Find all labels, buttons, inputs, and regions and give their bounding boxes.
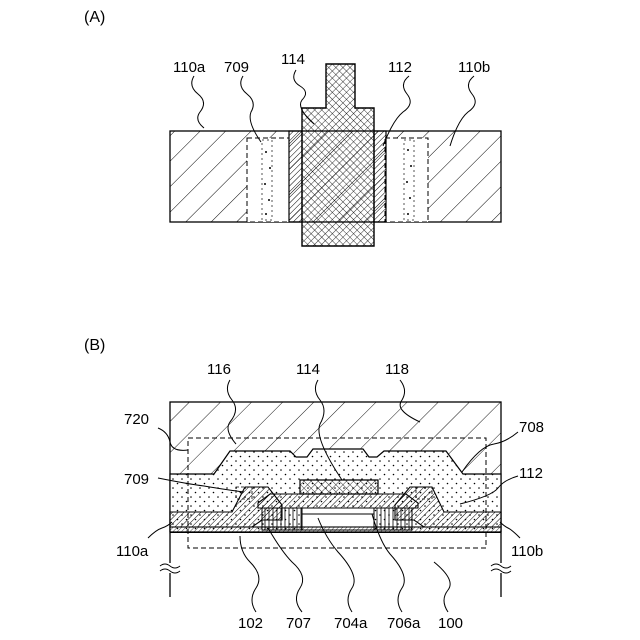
layer-112-right <box>374 131 386 222</box>
label-116: 116 <box>207 361 231 378</box>
panel-b: (B) <box>84 337 544 632</box>
label-114: 114 <box>281 51 305 68</box>
leader-110a <box>192 76 204 128</box>
label-110b-b: 110b <box>511 543 543 560</box>
label-110a-b: 110a <box>116 543 149 560</box>
label-704a: 704a <box>334 615 368 632</box>
label-110b: 110b <box>458 59 490 76</box>
label-720: 720 <box>124 411 149 428</box>
region-709-right <box>385 138 428 222</box>
panel-b-title: (B) <box>84 337 105 354</box>
label-100: 100 <box>438 615 463 632</box>
leader-110a-b <box>148 522 172 538</box>
label-112-b: 112 <box>519 465 543 482</box>
panel-a-title: (A) <box>84 9 105 26</box>
layer-112-left <box>289 131 302 222</box>
gate-114-b <box>300 480 378 494</box>
substrate-100 <box>170 533 501 597</box>
label-112: 112 <box>388 59 412 76</box>
gate-114 <box>302 64 374 246</box>
label-708: 708 <box>519 419 544 436</box>
label-110a: 110a <box>173 59 206 76</box>
region-708-b <box>416 487 432 499</box>
label-114-b: 114 <box>296 361 320 378</box>
label-709: 709 <box>224 59 249 76</box>
label-707: 707 <box>286 615 311 632</box>
leader-110b-b <box>500 522 520 538</box>
region-709-b <box>236 487 252 499</box>
region-709-left <box>247 138 289 222</box>
label-102: 102 <box>238 615 263 632</box>
label-706a: 706a <box>387 615 421 632</box>
panel-a: (A) 110a 709 <box>84 9 501 246</box>
label-118: 118 <box>385 361 409 378</box>
label-709-b: 709 <box>124 471 149 488</box>
layer-102 <box>170 527 501 533</box>
layer-112-b <box>258 494 418 508</box>
